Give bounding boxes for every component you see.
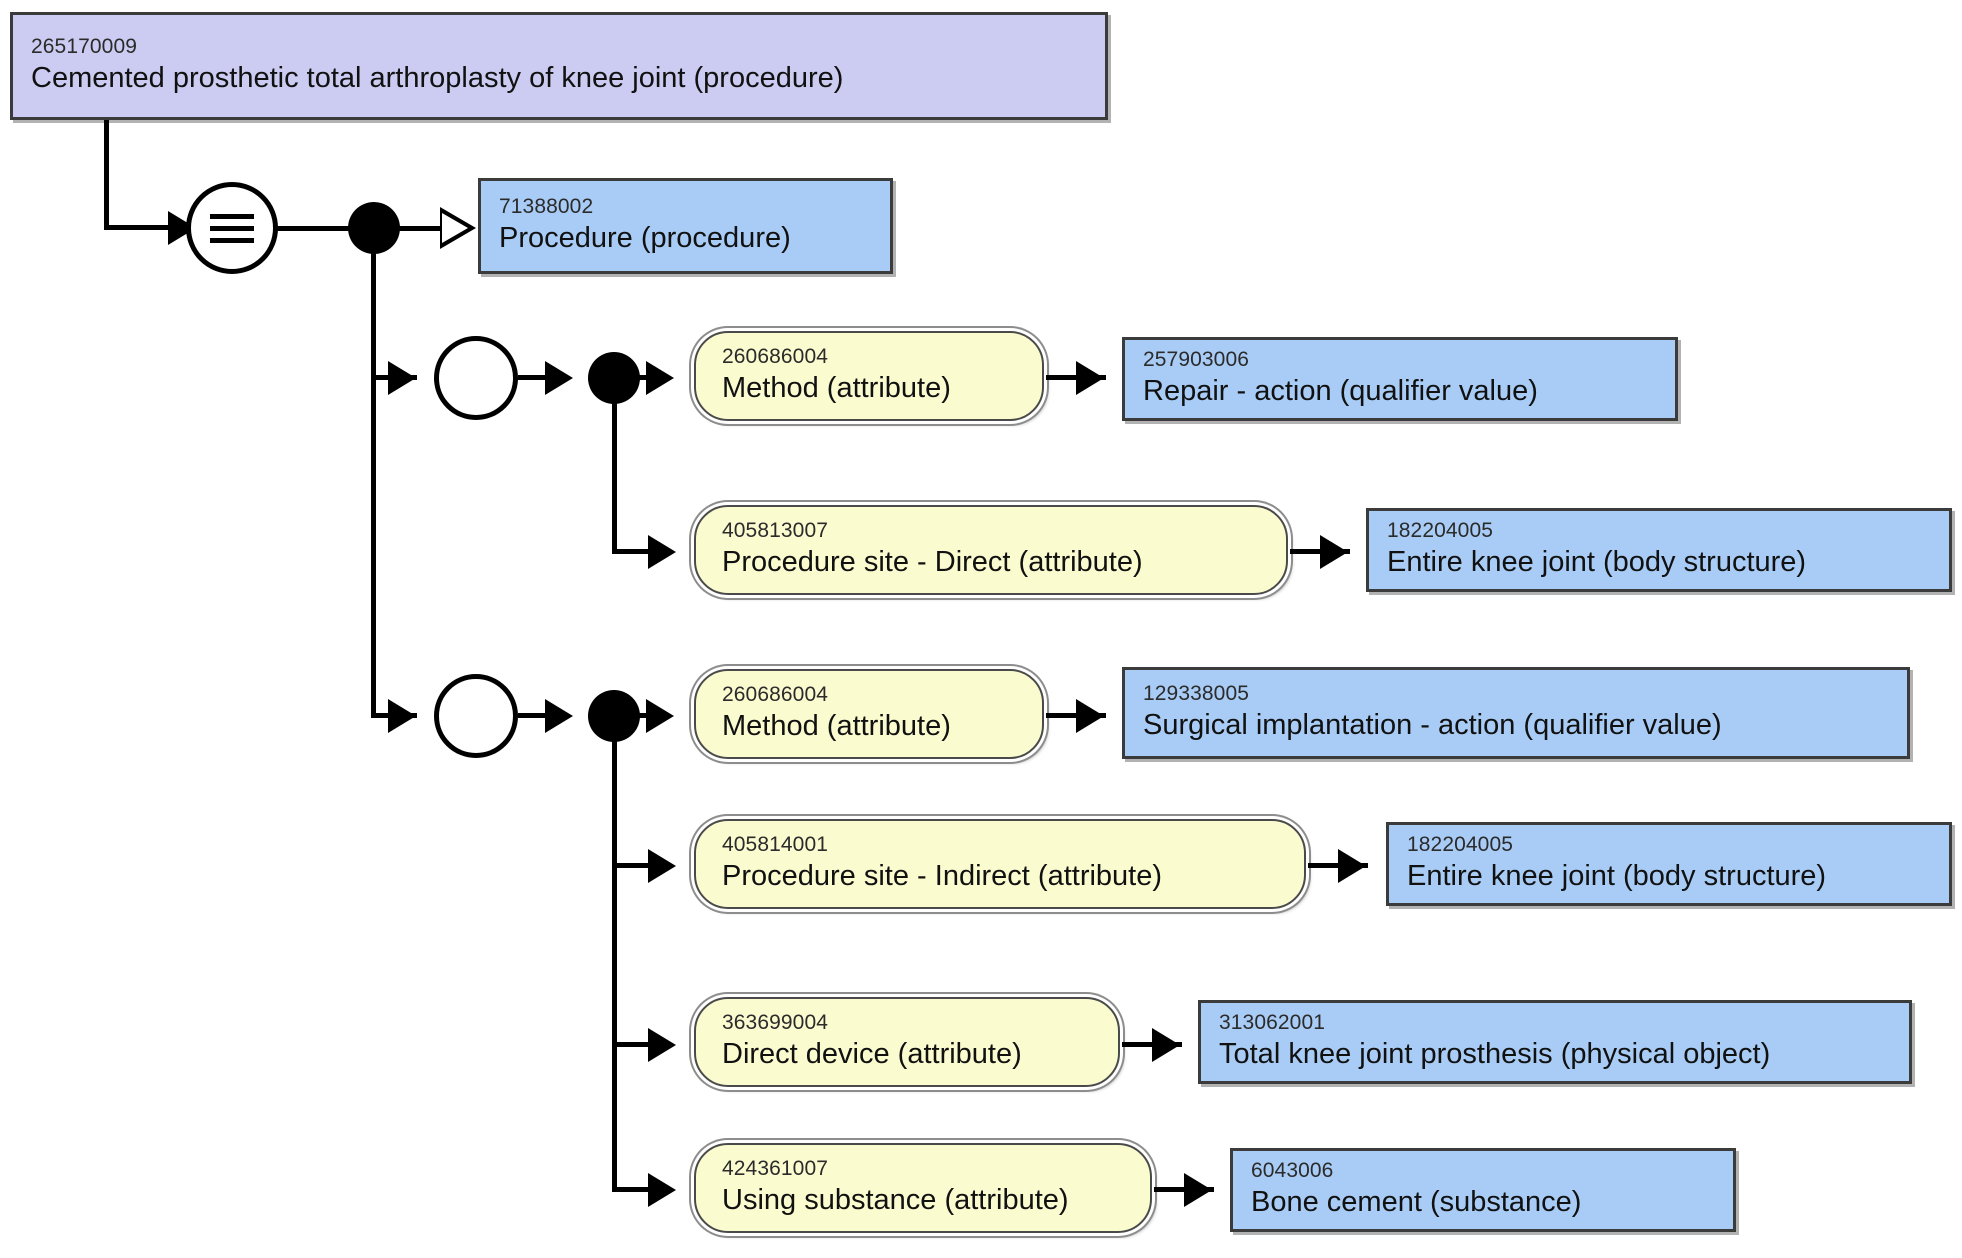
attribute-term-rg2-2: Direct device (attribute) <box>722 1037 1022 1070</box>
arrow-rg2-1-to-value <box>1338 849 1366 883</box>
attribute-term-rg1-1: Procedure site - Direct (attribute) <box>722 545 1143 578</box>
attribute-box-rg1-0[interactable]: 260686004 Method (attribute) <box>694 331 1044 421</box>
trunk-vertical-to-role-groups <box>371 226 376 716</box>
arrow-role-group-1-to-conjunction <box>545 361 573 395</box>
line-role-group-1-to-conjunction <box>518 375 568 380</box>
attribute-box-rg2-0[interactable]: 260686004 Method (attribute) <box>694 669 1044 759</box>
spine-role-group-2 <box>612 716 617 1192</box>
attribute-sctid-rg2-2: 363699004 <box>722 1010 829 1034</box>
attribute-box-rg2-3[interactable]: 424361007 Using substance (attribute) <box>694 1143 1152 1233</box>
value-box-rg1-1[interactable]: 182204005 Entire knee joint (body struct… <box>1366 508 1952 592</box>
line-role-group-2-to-conjunction <box>518 713 568 718</box>
line-rg2-spine-to-attribute-2 <box>612 863 664 868</box>
arrow-rg1-1-to-value <box>1320 535 1348 569</box>
attribute-term-rg2-3: Using substance (attribute) <box>722 1183 1069 1216</box>
arrow-rg1-attribute-1 <box>646 361 674 395</box>
line-rg2-spine-to-attribute-3 <box>612 1042 664 1047</box>
line-equivalence-to-conjunction <box>276 226 352 231</box>
arrow-into-role-group-1 <box>388 361 416 395</box>
attribute-sctid-rg1-0: 260686004 <box>722 344 829 368</box>
value-sctid-rg2-1: 182204005 <box>1407 832 1514 856</box>
line-rg2-spine-to-attribute-4 <box>612 1187 664 1192</box>
attribute-box-rg1-1[interactable]: 405813007 Procedure site - Direct (attri… <box>694 505 1288 595</box>
attribute-sctid-rg2-1: 405814001 <box>722 832 829 856</box>
trunk-horizontal-to-equivalence <box>104 225 178 230</box>
trunk-vertical-from-focus <box>104 120 109 228</box>
parent-concept-term: Procedure (procedure) <box>499 221 791 254</box>
arrow-rg2-attribute-4 <box>648 1173 676 1207</box>
arrow-rg2-2-to-value <box>1152 1028 1180 1062</box>
arrow-rg2-3-to-value <box>1184 1173 1212 1207</box>
role-group-node-1[interactable] <box>434 336 518 420</box>
attribute-term-rg1-0: Method (attribute) <box>722 371 951 404</box>
attribute-term-rg2-0: Method (attribute) <box>722 709 951 742</box>
line-rg1-spine-to-attribute-2 <box>612 549 664 554</box>
role-group-node-2[interactable] <box>434 674 518 758</box>
line-isa-to-parent <box>398 226 450 231</box>
focus-concept-term: Cemented prosthetic total arthroplasty o… <box>31 61 844 94</box>
value-sctid-rg1-1: 182204005 <box>1387 518 1494 542</box>
spine-role-group-1 <box>612 378 617 554</box>
attribute-box-rg2-2[interactable]: 363699004 Direct device (attribute) <box>694 997 1120 1087</box>
equivalence-node[interactable] <box>186 182 278 274</box>
equivalence-bar-1 <box>210 213 254 219</box>
value-term-rg2-2: Total knee joint prosthesis (physical ob… <box>1219 1037 1771 1070</box>
value-sctid-rg1-0: 257903006 <box>1143 347 1250 371</box>
attribute-sctid-rg2-0: 260686004 <box>722 682 829 706</box>
attribute-term-rg2-1: Procedure site - Indirect (attribute) <box>722 859 1163 892</box>
value-box-rg1-0[interactable]: 257903006 Repair - action (qualifier val… <box>1122 337 1678 421</box>
value-box-rg2-0[interactable]: 129338005 Surgical implantation - action… <box>1122 667 1910 759</box>
arrow-into-role-group-2 <box>388 699 416 733</box>
arrow-rg1-0-to-value <box>1076 361 1104 395</box>
arrow-rg2-0-to-value <box>1076 699 1104 733</box>
parent-concept-sctid: 71388002 <box>499 194 594 218</box>
value-sctid-rg2-0: 129338005 <box>1143 681 1250 705</box>
value-term-rg2-1: Entire knee joint (body structure) <box>1407 859 1827 892</box>
value-term-rg1-0: Repair - action (qualifier value) <box>1143 374 1538 407</box>
value-term-rg2-0: Surgical implantation - action (qualifie… <box>1143 708 1722 741</box>
arrow-rg2-attribute-2 <box>648 849 676 883</box>
value-term-rg2-3: Bone cement (substance) <box>1251 1185 1582 1218</box>
attribute-sctid-rg2-3: 424361007 <box>722 1156 829 1180</box>
attribute-box-rg2-1[interactable]: 405814001 Procedure site - Indirect (att… <box>694 819 1306 909</box>
arrow-rg1-attribute-2 <box>648 535 676 569</box>
value-box-rg2-2[interactable]: 313062001 Total knee joint prosthesis (p… <box>1198 1000 1912 1084</box>
equivalence-bar-3 <box>210 237 254 243</box>
isa-arrow-to-parent <box>440 207 476 249</box>
value-sctid-rg2-2: 313062001 <box>1219 1010 1326 1034</box>
arrow-rg2-attribute-1 <box>646 699 674 733</box>
value-sctid-rg2-3: 6043006 <box>1251 1158 1334 1182</box>
attribute-sctid-rg1-1: 405813007 <box>722 518 829 542</box>
focus-concept-box[interactable]: 265170009 Cemented prosthetic total arth… <box>10 12 1108 120</box>
focus-concept-sctid: 265170009 <box>31 34 138 58</box>
value-box-rg2-1[interactable]: 182204005 Entire knee joint (body struct… <box>1386 822 1952 906</box>
value-term-rg1-1: Entire knee joint (body structure) <box>1387 545 1807 578</box>
arrow-rg2-attribute-3 <box>648 1028 676 1062</box>
equivalence-bar-2 <box>210 225 254 231</box>
value-box-rg2-3[interactable]: 6043006 Bone cement (substance) <box>1230 1148 1736 1232</box>
arrow-role-group-2-to-conjunction <box>545 699 573 733</box>
parent-concept-box[interactable]: 71388002 Procedure (procedure) <box>478 178 893 274</box>
